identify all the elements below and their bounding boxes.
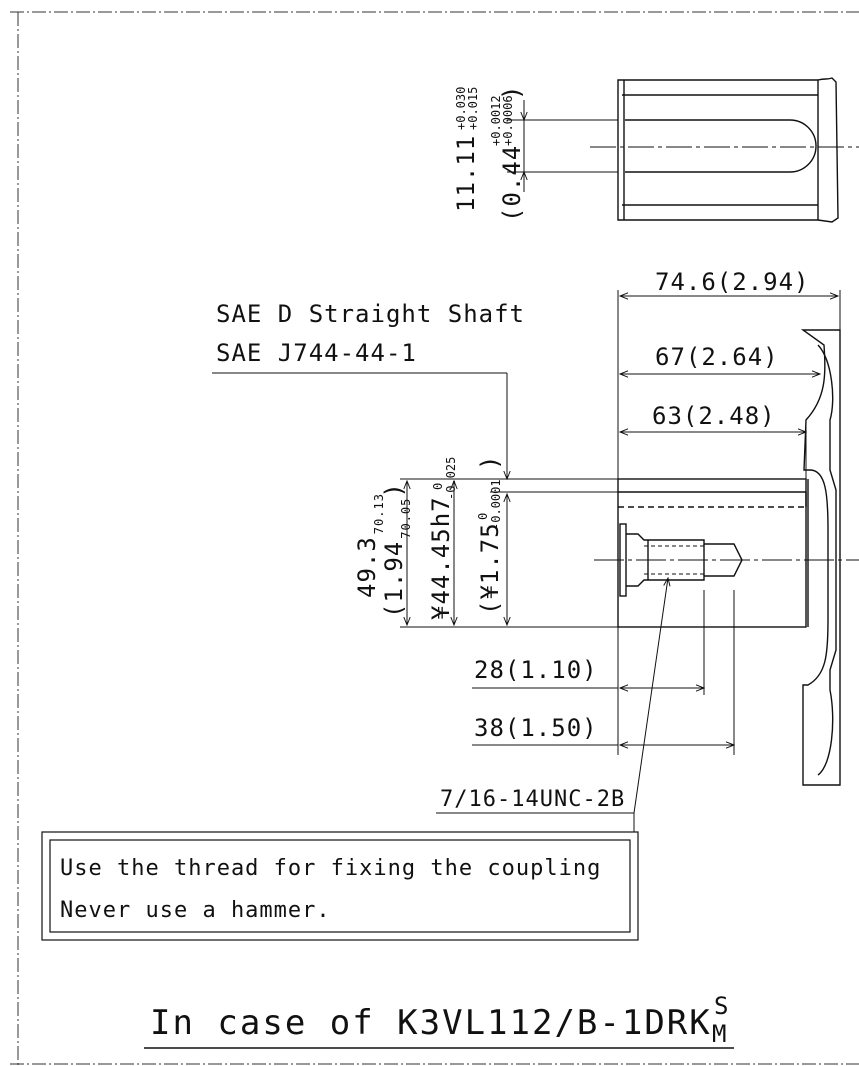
caption-sup-bottom: M [712,1020,727,1048]
dim-diameter-4445: ¥44.45h7 [427,496,455,620]
keyway-width-in-tol-lower: +0.0006 [501,95,515,146]
dim-diameter-175-tol-upper: 0 [476,513,490,520]
dim-length-67: 67(2.64) [655,343,779,371]
dim-diameter-4445-tol-lower: -0.025 [444,457,458,500]
notice-line2: Never use a hammer. [60,898,331,923]
diameter-dimension-lines [400,455,618,628]
dim-diameter-175-tol-lower: -0.0001 [489,479,503,530]
thread-callout: 7/16-14UNC-2B [440,787,625,812]
notice-box [41,831,639,941]
keyway-width-in-tol-upper: +0.0012 [489,95,503,146]
keyway-width-mm-tol-lower: +0.015 [466,87,480,130]
shaft-label-line2: SAE J744-44-1 [216,339,417,367]
keyway-width-in-close: ) [498,85,526,100]
keyway-view [507,77,859,223]
dim-length-28: 28(1.10) [474,656,598,684]
dim-diameter-175: (¥1.75 [476,522,504,615]
sheet-border [10,11,859,1066]
keyway-width-mm-tol-upper: +0.030 [454,87,468,130]
shaft-label-leader [212,372,508,479]
shaft-label-line1: SAE D Straight Shaft [216,300,525,328]
dim-length-38: 38(1.50) [474,714,598,742]
caption-sup-top: S [714,992,729,1020]
dim-diameter-175-close: ) [476,455,504,470]
dim-diameter-49: 49.370.13 [353,493,386,598]
thread-leader [436,578,668,832]
dim-length-63: 63(2.48) [652,402,776,430]
notice-line1: Use the thread for fixing the coupling [60,856,601,881]
shaft-view [594,329,859,786]
drawing-caption: In case of K3VL112/B-1DRK [150,1003,712,1043]
keyway-width-mm: 11.11 [452,135,480,212]
length-dimension-lines [472,290,841,755]
dim-diameter-4445-tol-upper: 0 [431,483,445,490]
keyway-width-in: (0.44 [498,145,526,222]
dim-overall-length: 74.6(2.94) [655,268,810,296]
dim-diameter-194: (1.9470.05) [380,482,413,618]
